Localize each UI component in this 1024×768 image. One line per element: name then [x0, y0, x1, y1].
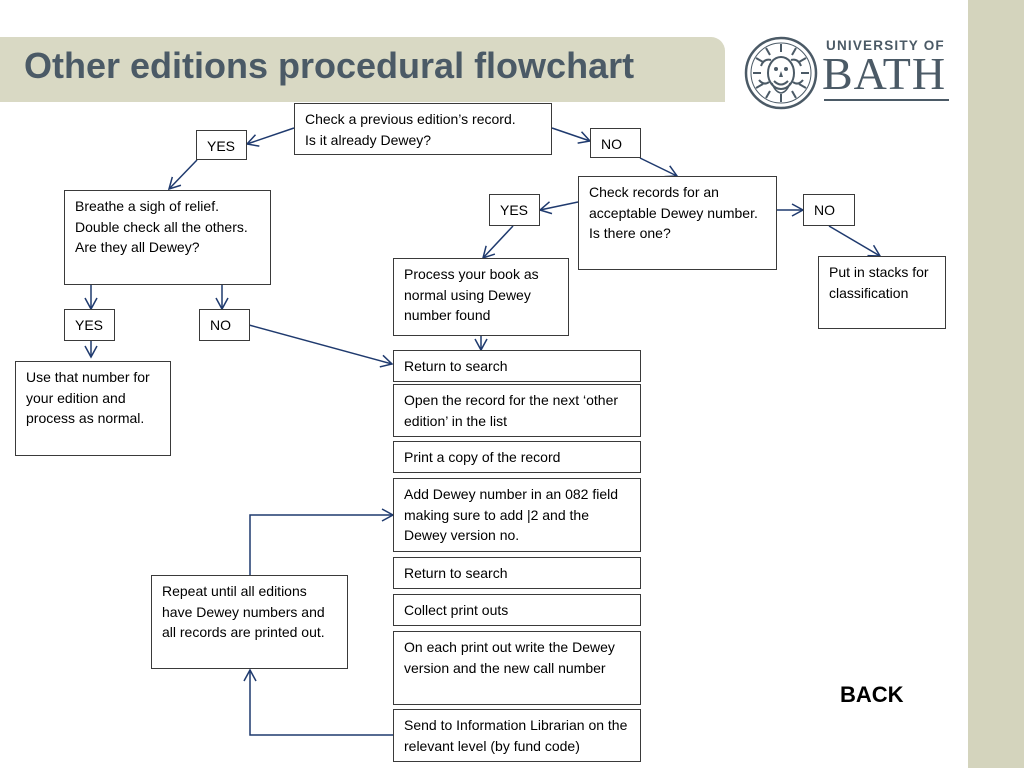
- breathe-sigh-box: Breathe a sigh of relief. Double check a…: [64, 190, 271, 285]
- put-in-stacks-box: Put in stacks for classification: [818, 256, 946, 329]
- arrow-check-to-no: [551, 127, 592, 144]
- arrow-records-to-yes: [538, 201, 579, 215]
- title-bar: [0, 37, 725, 102]
- collect-print-outs-box: Collect print outs: [393, 594, 641, 626]
- arrow-check-to-yes: [245, 127, 295, 147]
- seal-icon: [744, 36, 818, 110]
- check-records-box: Check records for an acceptable Dewey nu…: [578, 176, 777, 270]
- arrow-yes-to-process: [481, 225, 514, 260]
- logo-divider: [824, 99, 949, 101]
- no-label-2: NO: [803, 194, 855, 226]
- arrow-no-to-records: [639, 157, 679, 178]
- no-label-1: NO: [590, 128, 641, 158]
- check-previous-edition-box: Check a previous edition’s record. Is it…: [294, 103, 552, 155]
- back-button[interactable]: BACK: [840, 682, 904, 707]
- write-dewey-version-box: On each print out write the Dewey versio…: [393, 631, 641, 705]
- logo-bath-text: BATH: [822, 48, 947, 99]
- logo-university-text: UNIVERSITY OF: [826, 38, 945, 53]
- yes-label-2: YES: [489, 194, 540, 226]
- arrow-repeat-to-add: [249, 508, 395, 576]
- open-next-record-box: Open the record for the next ‘other edit…: [393, 384, 641, 437]
- add-dewey-number-box: Add Dewey number in an 082 field making …: [393, 478, 641, 552]
- yes-label-3: YES: [64, 309, 115, 341]
- yes-label-1: YES: [196, 130, 247, 160]
- return-to-search-box-1: Return to search: [393, 350, 641, 382]
- return-to-search-box-2: Return to search: [393, 557, 641, 589]
- print-copy-box: Print a copy of the record: [393, 441, 641, 473]
- send-to-librarian-box: Send to Information Librarian on the rel…: [393, 709, 641, 762]
- process-book-box: Process your book as normal using Dewey …: [393, 258, 569, 336]
- side-decoration-strip: [968, 0, 1024, 768]
- university-logo: UNIVERSITY OF BATH: [744, 36, 954, 110]
- no-label-3: NO: [199, 309, 250, 341]
- use-number-box: Use that number for your edition and pro…: [15, 361, 171, 456]
- arrow-send-to-repeat: [243, 668, 393, 736]
- page-title: Other editions procedural flowchart: [24, 45, 635, 86]
- arrow-no-to-return: [248, 324, 394, 368]
- arrow-no-to-stacks: [828, 225, 882, 257]
- repeat-until-done-box: Repeat until all editions have Dewey num…: [151, 575, 348, 669]
- arrow-yes-to-breathe: [167, 159, 198, 191]
